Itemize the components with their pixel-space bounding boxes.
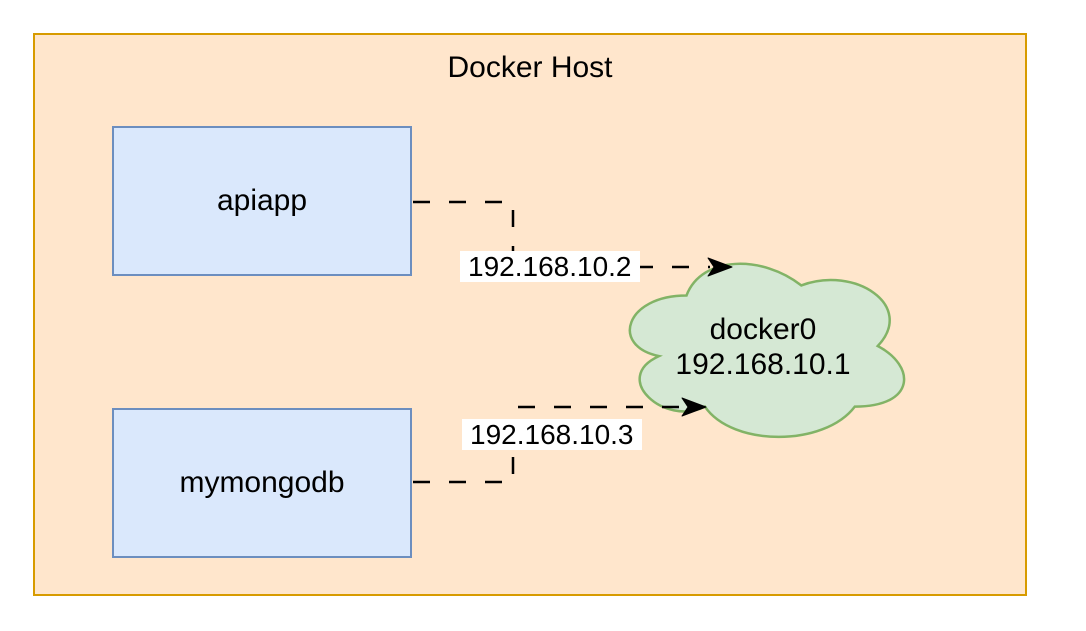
node-mymongodb: mymongodb [112,408,412,558]
node-docker0: docker0 192.168.10.1 [610,312,916,382]
node-apiapp: apiapp [112,126,412,276]
node-mymongodb-label: mymongodb [179,466,345,499]
node-docker0-label: docker0 [709,313,817,346]
node-docker0-ip: 192.168.10.1 [675,348,851,381]
node-apiapp-label: apiapp [216,184,308,217]
edge-label-mymongodb-ip: 192.168.10.3 [462,419,642,450]
edge-label-apiapp-ip: 192.168.10.2 [460,251,640,282]
docker-host-title: Docker Host [447,51,613,84]
